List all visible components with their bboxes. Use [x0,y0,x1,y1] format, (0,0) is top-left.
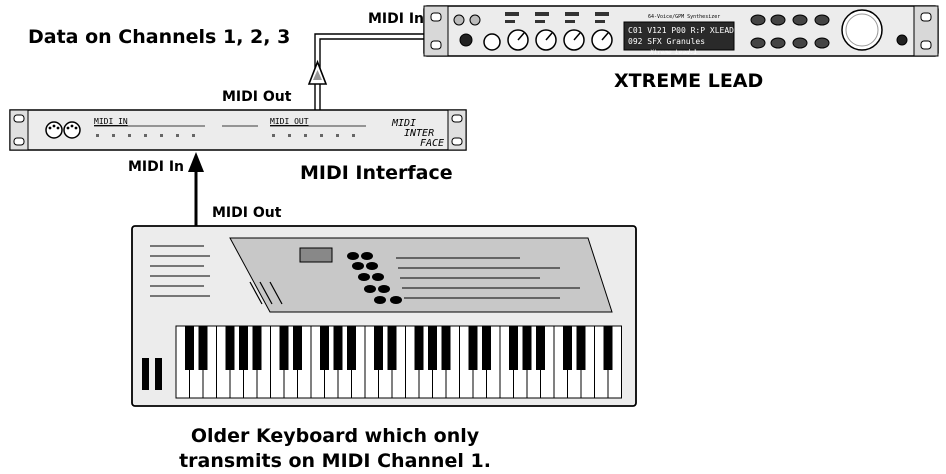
synth-small-knob [469,14,481,26]
midi-jack-icon [45,121,63,139]
black-key [279,326,289,370]
black-key [387,326,397,370]
caption-line-1: Older Keyboard which only [190,425,480,447]
black-key [374,326,383,370]
keyboard-synth [131,225,637,407]
synth-data-wheel [841,9,883,51]
xtreme-lead-label: XTREME LEAD [614,70,764,92]
black-key [293,326,302,370]
keyboard-control-panel [229,237,613,313]
interface-logo-2: INTER [404,128,434,139]
black-key [441,326,451,370]
midi-out-keyboard-label: MIDI Out [212,205,282,221]
caption-line-2: transmits on MIDI Channel 1. [179,449,491,472]
synth-small-knob [453,14,465,26]
midi-interface-label: MIDI Interface [300,162,453,184]
black-key [603,326,613,370]
black-key [225,326,235,370]
interface-logo-3: FACE [420,138,444,149]
interface-logo-1: MIDI [391,118,416,129]
synth-subtitle: 64-Voice/GPM Synthesizer [648,14,720,20]
keyboard-display [299,247,333,263]
xtreme-lead-synth: 64-Voice/GPM Synthesizer C01 V121 P00 R:… [423,5,939,57]
interface-midi-out-label: MIDI OUT [270,117,309,126]
black-key [414,326,424,370]
black-key [347,326,356,370]
black-key [198,326,208,370]
synth-knob [483,33,501,51]
black-key [509,326,518,370]
cable-interface-to-synth [314,33,425,110]
black-key [239,326,248,370]
black-key [428,326,437,370]
synth-logo: Xtreme Lead-1 [649,49,697,56]
midi-jack-icon [63,121,81,139]
black-key [576,326,586,370]
pitch-wheel [142,358,149,390]
black-key [563,326,572,370]
midi-in-interface-label: MIDI In [128,159,185,175]
midi-in-synth-label: MIDI In [368,11,425,27]
black-key [468,326,478,370]
black-key [482,326,491,370]
black-key [252,326,262,370]
midi-interface-unit: MIDI IN MIDI OUT MIDI INTER FACE [9,109,467,151]
synth-display-line1: C01 V121 P00 R:P XLEAD [628,26,734,35]
keyboard-caption: Older Keyboard which only transmits on M… [140,424,530,473]
midi-out-interface-label: MIDI Out [222,89,292,105]
black-key [320,326,329,370]
synth-display-line2: 092 SFX Granules [628,37,705,46]
black-key [522,326,532,370]
keybed [175,325,622,399]
synth-power-button [896,34,908,46]
black-key [185,326,194,370]
synth-display [623,21,735,51]
cable-keyboard-to-interface [188,152,204,226]
mod-wheel [155,358,162,390]
black-key [536,326,545,370]
headphone-jack-icon [459,33,473,47]
black-key [333,326,343,370]
interface-midi-in-label: MIDI IN [94,117,128,126]
data-channels-label: Data on Channels 1, 2, 3 [28,26,291,48]
cable-arrow-up [307,59,328,85]
